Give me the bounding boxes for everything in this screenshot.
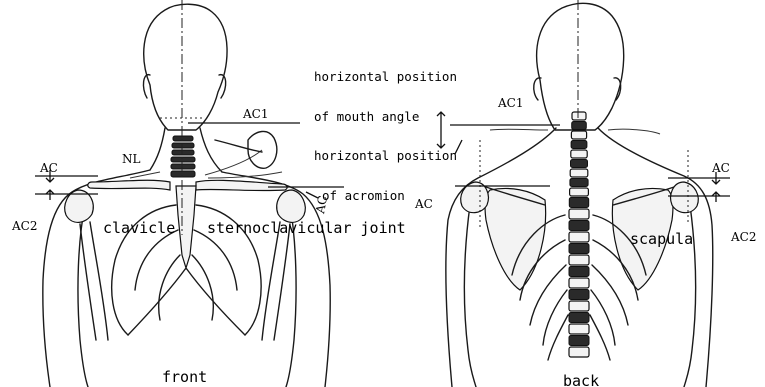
front-right-upper-trapezius xyxy=(215,140,262,152)
back-vertebra xyxy=(571,150,587,158)
back-vertebra xyxy=(572,122,587,130)
back-vertebra xyxy=(569,301,589,311)
label-back: back xyxy=(563,372,599,387)
back-vertebra xyxy=(569,221,589,231)
label-clavicle: clavicle xyxy=(103,219,175,237)
back-vertebra xyxy=(570,188,589,196)
back-right-ac-arrow xyxy=(712,172,720,202)
front-left-clavicle xyxy=(88,180,170,190)
back-vertebra xyxy=(569,244,589,254)
back-head-outline xyxy=(537,3,624,130)
back-vertebra xyxy=(570,179,588,187)
front-neck-right xyxy=(200,128,222,172)
back-vertebra xyxy=(569,290,589,300)
label-front-ac-right: AC xyxy=(313,195,330,216)
back-vertebra xyxy=(571,131,586,139)
back-vertebra xyxy=(569,267,589,277)
label-horizontal-position-2: horizontal position xyxy=(314,148,457,163)
back-left-inner-arm xyxy=(464,205,476,387)
front-costal-margin xyxy=(128,268,245,335)
back-vertebra xyxy=(572,112,586,120)
label-back-ac1: AC1 xyxy=(497,96,523,110)
label-back-ac2: AC2 xyxy=(730,230,756,244)
back-left-scapula xyxy=(485,188,546,290)
back-vertebra xyxy=(569,324,589,334)
front-right-humeral-head xyxy=(277,190,305,222)
front-left-ear xyxy=(143,75,150,98)
back-vertebra xyxy=(569,278,589,288)
back-right-humeral-head xyxy=(671,182,699,213)
front-cervical-spine xyxy=(171,136,195,177)
label-nl: NL xyxy=(122,152,141,166)
back-vertebra xyxy=(569,347,589,357)
back-vertebra xyxy=(571,160,588,168)
label-back-ac-right: AC xyxy=(711,161,730,175)
label-back-ac-left: AC xyxy=(414,197,433,211)
back-vertebra xyxy=(569,232,589,242)
front-left-inner-arm xyxy=(78,205,88,387)
label-of-acromion: of acromion xyxy=(322,188,405,203)
back-vertebra xyxy=(571,141,587,149)
label-sternoclavicular-joint: sternoclavicular joint xyxy=(207,219,406,237)
label-horizontal-position-1: horizontal position xyxy=(314,69,457,84)
label-scapula: scapula xyxy=(630,230,693,248)
label-front-ac-left: AC xyxy=(39,161,58,175)
back-mouth-arrow xyxy=(437,112,445,148)
back-figure xyxy=(446,0,713,387)
label-of-mouth-angle: of mouth angle xyxy=(314,109,419,124)
back-vertebra xyxy=(569,336,589,346)
front-neck-left xyxy=(150,128,165,170)
back-vertebra xyxy=(569,255,589,265)
label-front-ac2: AC2 xyxy=(11,219,37,233)
front-left-shoulder-outline xyxy=(43,170,150,387)
back-vertebra xyxy=(569,313,589,323)
back-vertebra xyxy=(569,198,588,208)
back-vertebra xyxy=(570,169,588,177)
label-front-ac1: AC1 xyxy=(242,107,268,121)
back-vertebra xyxy=(569,209,589,219)
back-spine xyxy=(569,112,589,357)
front-head-outline xyxy=(144,4,227,130)
front-left-humeral-head xyxy=(65,190,93,222)
label-front: front xyxy=(162,368,207,386)
front-right-humerus xyxy=(262,222,290,340)
front-left-humerus xyxy=(80,222,108,340)
